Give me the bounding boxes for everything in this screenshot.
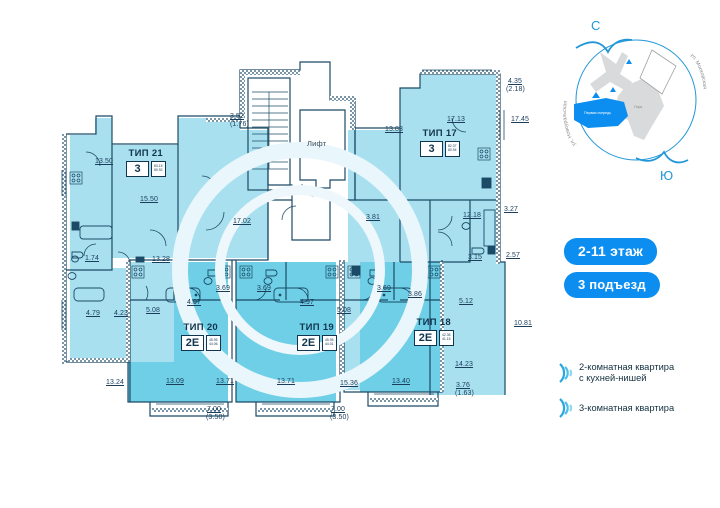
apartment-area-living: 80.94 xyxy=(448,148,457,152)
dimension-label: 3.52 xyxy=(230,113,245,120)
dimension-label: 15.50 xyxy=(140,196,159,203)
legend-2room-line2: с кухней-нишей xyxy=(579,373,647,383)
dimension-label: 14.23 xyxy=(455,361,474,368)
dimension-label: 13.50 xyxy=(95,158,114,165)
apartment-room-count: 2Е xyxy=(297,335,320,351)
dimension-label: 7.00 xyxy=(331,406,346,413)
dimension-label: 3.15 xyxy=(468,254,483,261)
legend-item-2room: 2-комнатная квартира с кухней-нишей xyxy=(556,362,674,384)
apartment-area-total: 42.35 xyxy=(442,333,451,338)
dimension-label: (3.50) xyxy=(330,414,349,421)
dimension-label: 4.35 xyxy=(508,78,523,85)
dimension-label: 13.28 xyxy=(152,256,171,263)
dimension-label: 13.71 xyxy=(216,378,235,385)
map-district-label: Парк xyxy=(634,105,643,109)
highlighted-building-block xyxy=(574,98,628,128)
dimension-label: 15.36 xyxy=(340,380,359,387)
dimension-label: (3.50) xyxy=(206,414,225,421)
dimension-label: 3.86 xyxy=(408,291,423,298)
compass-north-label: С xyxy=(591,18,600,33)
dimension-label: (2.18) xyxy=(506,86,525,93)
apartment-room-count: 2Е xyxy=(414,330,437,346)
map-marker-icon xyxy=(592,92,600,98)
dimension-label: 4.97 xyxy=(187,299,202,306)
dimension-label: (1.76) xyxy=(230,121,249,128)
dimension-label: 17.45 xyxy=(511,116,530,123)
apartment-type-name: ТИП 21 xyxy=(128,148,163,159)
apartment-area-living: 44.01 xyxy=(325,342,334,346)
lift-label: Лифт xyxy=(307,139,327,148)
dimension-label: 3.76 xyxy=(456,382,471,389)
apartment-type-name: ТИП 19 xyxy=(299,322,334,333)
legend-3room-line1: 3-комнатная квартира xyxy=(579,403,675,413)
apartment-type-name: ТИП 20 xyxy=(183,322,218,333)
dimension-label: 13.09 xyxy=(166,378,185,385)
dimension-label: 4.23 xyxy=(114,310,129,317)
legend-item-3room: 3-комнатная квартира xyxy=(556,397,674,419)
south-pointer-icon xyxy=(635,150,689,164)
entrance-badge[interactable]: 3 подъезд xyxy=(564,272,660,298)
dimension-label: 17.13 xyxy=(447,116,466,123)
compass-south-label: Ю xyxy=(660,168,673,183)
dimension-label: 2.57 xyxy=(506,252,521,259)
dimension-label: 13.83 xyxy=(385,126,404,133)
apartment-room-count: 2Е xyxy=(181,335,204,351)
apartment-area-living: 80.92 xyxy=(154,168,163,172)
dimension-label: 3.27 xyxy=(504,206,519,213)
legend-2room-line1: 2-комнатная квартира xyxy=(579,362,675,372)
dimension-label: 5.08 xyxy=(146,307,161,314)
district-shapes xyxy=(590,52,664,140)
dimension-label: 3.69 xyxy=(377,285,392,292)
apartment-room-count: 3 xyxy=(126,161,149,177)
apartment-area-living: 44.06 xyxy=(209,342,218,346)
wave-icon xyxy=(559,363,573,383)
dimension-label: 5.12 xyxy=(459,298,474,305)
floor-plan-drawing xyxy=(61,61,506,417)
dimension-label: (1.63) xyxy=(455,390,474,397)
apartment-area-total: 45.95 xyxy=(325,338,334,343)
dimension-label: 13.40 xyxy=(392,378,411,385)
dimension-label: 3.69 xyxy=(216,285,231,292)
location-compass-map: С Ю Первая очередь Парк ул. Новоуральска… xyxy=(562,18,708,183)
map-marker-icon xyxy=(610,87,616,92)
map-street-right-label: ул. Московская xyxy=(689,53,708,90)
dimension-label: 12.18 xyxy=(463,212,482,219)
map-marker-icon xyxy=(626,59,632,64)
dimension-label: 1.74 xyxy=(85,255,100,262)
map-highlight-label: Первая очередь xyxy=(584,111,611,115)
dimension-label: 4.79 xyxy=(86,310,101,317)
apartment-type-name: ТИП 18 xyxy=(416,317,451,328)
apartment-room-count: 3 xyxy=(420,141,443,157)
dimension-label: 7.00 xyxy=(207,406,222,413)
dimension-label: 3.69 xyxy=(257,285,272,292)
dimension-label: 5.08 xyxy=(337,307,352,314)
wave-icon xyxy=(559,398,573,418)
apartment-area-total: 82.37 xyxy=(448,144,457,149)
apartment-type-name: ТИП 17 xyxy=(422,128,457,139)
north-pointer-icon xyxy=(575,38,633,54)
dimension-label: 4.97 xyxy=(300,299,315,306)
dimension-label: 13.71 xyxy=(277,378,296,385)
apartment-area-living: 41.15 xyxy=(442,337,451,341)
apartment-area-total: 83.15 xyxy=(154,164,163,169)
district-outline-shape xyxy=(639,49,677,95)
dimension-label: 10.81 xyxy=(514,320,533,327)
dimension-label: 3.81 xyxy=(366,214,381,221)
dimension-label: 13.24 xyxy=(106,379,125,386)
apartment-area-total: 45.95 xyxy=(209,338,218,343)
dimension-label: 17.02 xyxy=(233,218,252,225)
floors-badge[interactable]: 2-11 этаж xyxy=(564,238,658,265)
